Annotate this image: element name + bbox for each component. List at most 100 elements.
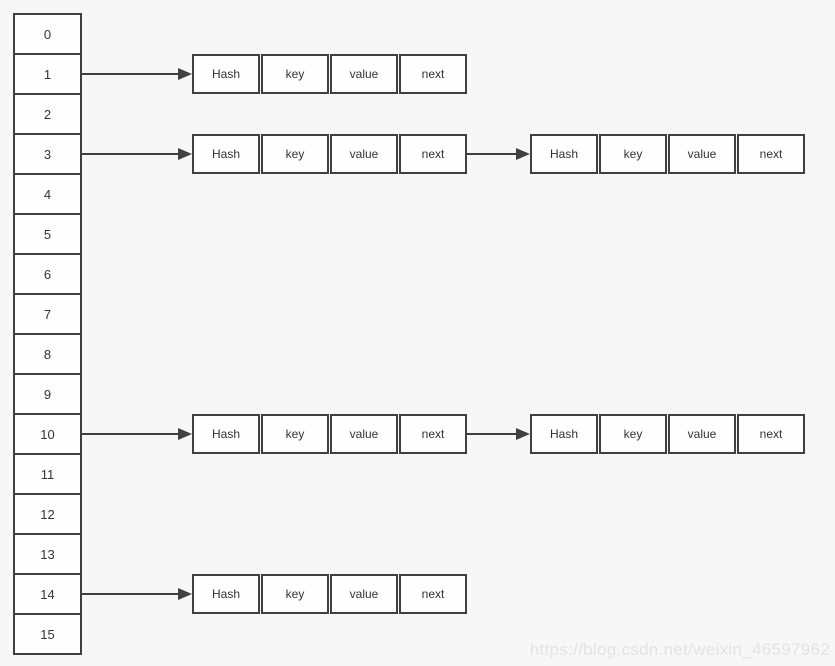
hash-node-bucket3-0: Hash key value next <box>192 134 467 174</box>
bucket-label: 10 <box>40 426 55 442</box>
node-field-label: value <box>687 427 717 441</box>
node-field-label: next <box>759 427 783 441</box>
bucket-label: 2 <box>43 106 52 122</box>
node-field-label: next <box>421 587 445 601</box>
node-field-key: key <box>261 574 329 614</box>
bucket-cell-12: 12 <box>13 495 82 535</box>
watermark-text: https://blog.csdn.net/weixin_46597962 <box>529 640 830 659</box>
bucket-cell-9: 9 <box>13 375 82 415</box>
hash-node-bucket14-0: Hash key value next <box>192 574 467 614</box>
node-field-next: next <box>399 134 467 174</box>
bucket-cell-11: 11 <box>13 455 82 495</box>
node-field-label: next <box>759 147 783 161</box>
bucket-cell-7: 7 <box>13 295 82 335</box>
next-pointer-arrow-bucket10 <box>467 427 530 441</box>
next-pointer-arrow-bucket3 <box>467 147 530 161</box>
hash-node-bucket3-1: Hash key value next <box>530 134 805 174</box>
node-field-label: value <box>687 147 717 161</box>
bucket-cell-3: 3 <box>13 135 82 175</box>
node-field-label: value <box>349 427 379 441</box>
arrowhead-icon <box>178 428 192 440</box>
bucket-cell-5: 5 <box>13 215 82 255</box>
arrowhead-icon <box>178 588 192 600</box>
node-field-hash: Hash <box>530 134 598 174</box>
bucket-label: 6 <box>43 266 52 282</box>
bucket-cell-13: 13 <box>13 535 82 575</box>
arrow-shaft <box>467 433 516 435</box>
node-field-next: next <box>399 414 467 454</box>
bucket-14-pointer-arrow <box>82 587 192 601</box>
bucket-10-pointer-arrow <box>82 427 192 441</box>
node-field-value: value <box>668 134 736 174</box>
bucket-cell-14: 14 <box>13 575 82 615</box>
arrowhead-icon <box>178 148 192 160</box>
bucket-label: 9 <box>43 386 52 402</box>
bucket-1-pointer-arrow <box>82 67 192 81</box>
node-field-label: value <box>349 587 379 601</box>
node-field-label: value <box>349 67 379 81</box>
bucket-label: 8 <box>43 346 52 362</box>
node-field-label: value <box>349 147 379 161</box>
node-field-value: value <box>330 54 398 94</box>
node-field-label: next <box>421 67 445 81</box>
bucket-label: 11 <box>40 466 55 482</box>
hash-node-bucket10-0: Hash key value next <box>192 414 467 454</box>
node-field-key: key <box>261 414 329 454</box>
bucket-label: 0 <box>43 26 52 42</box>
node-field-label: Hash <box>211 427 240 441</box>
bucket-cell-1: 1 <box>13 55 82 95</box>
node-field-key: key <box>261 54 329 94</box>
bucket-cell-10: 10 <box>13 415 82 455</box>
node-field-next: next <box>737 414 805 454</box>
node-field-hash: Hash <box>192 574 260 614</box>
bucket-cell-0: 0 <box>13 15 82 55</box>
bucket-cell-15: 15 <box>13 615 82 655</box>
bucket-label: 15 <box>40 626 55 642</box>
node-field-label: Hash <box>211 67 240 81</box>
node-field-label: key <box>285 147 305 161</box>
node-field-hash: Hash <box>530 414 598 454</box>
node-field-next: next <box>399 574 467 614</box>
bucket-cell-6: 6 <box>13 255 82 295</box>
node-field-label: next <box>421 427 445 441</box>
bucket-label: 12 <box>40 506 55 522</box>
node-field-label: key <box>285 587 305 601</box>
node-field-hash: Hash <box>192 134 260 174</box>
arrow-shaft <box>82 593 178 595</box>
bucket-label: 4 <box>43 186 52 202</box>
bucket-cell-4: 4 <box>13 175 82 215</box>
node-field-value: value <box>330 134 398 174</box>
node-field-key: key <box>599 414 667 454</box>
node-field-label: Hash <box>211 147 240 161</box>
node-field-label: next <box>421 147 445 161</box>
bucket-label: 13 <box>40 546 55 562</box>
node-field-value: value <box>330 414 398 454</box>
node-field-label: key <box>623 427 643 441</box>
node-field-label: key <box>285 427 305 441</box>
hash-node-bucket1-0: Hash key value next <box>192 54 467 94</box>
node-field-hash: Hash <box>192 54 260 94</box>
arrow-shaft <box>82 73 178 75</box>
node-field-key: key <box>599 134 667 174</box>
node-field-key: key <box>261 134 329 174</box>
bucket-3-pointer-arrow <box>82 147 192 161</box>
bucket-label: 3 <box>43 146 52 162</box>
bucket-label: 14 <box>40 586 55 602</box>
node-field-hash: Hash <box>192 414 260 454</box>
bucket-label: 5 <box>43 226 52 242</box>
arrow-shaft <box>82 433 178 435</box>
bucket-label: 1 <box>43 66 52 82</box>
arrowhead-icon <box>178 68 192 80</box>
node-field-label: Hash <box>211 587 240 601</box>
arrowhead-icon <box>516 428 530 440</box>
bucket-label: 7 <box>43 306 52 322</box>
node-field-label: key <box>285 67 305 81</box>
bucket-cell-8: 8 <box>13 335 82 375</box>
arrow-shaft <box>82 153 178 155</box>
node-field-value: value <box>330 574 398 614</box>
node-field-next: next <box>399 54 467 94</box>
hash-node-bucket10-1: Hash key value next <box>530 414 805 454</box>
node-field-label: key <box>623 147 643 161</box>
